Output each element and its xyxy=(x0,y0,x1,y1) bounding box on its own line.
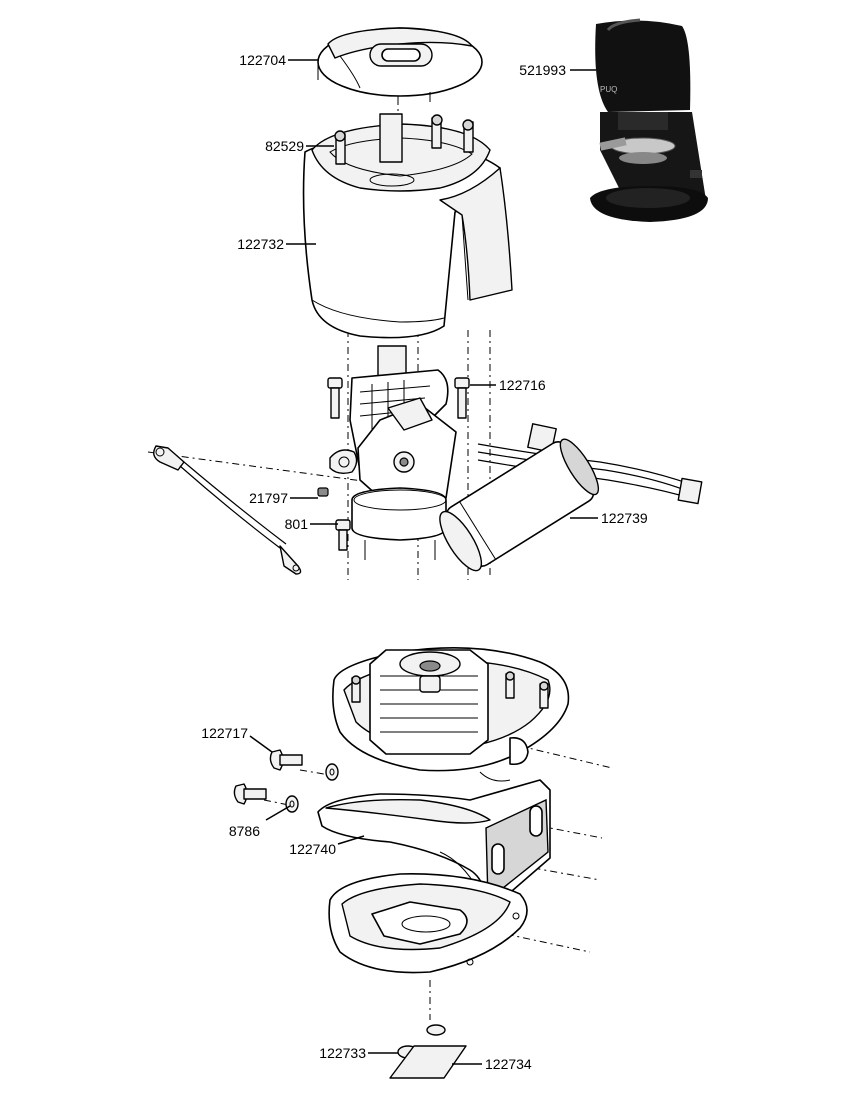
product-photo: PUQ xyxy=(590,18,708,222)
label-122704: 122704 xyxy=(239,52,286,68)
product-badge: PUQ xyxy=(600,85,617,94)
label-122717: 122717 xyxy=(201,725,248,741)
label-521993: 521993 xyxy=(519,62,566,78)
bottom-plate-part xyxy=(328,873,528,974)
label-122740: 122740 xyxy=(289,841,336,857)
label-122734: 122734 xyxy=(485,1056,532,1072)
lower-assembly-axes xyxy=(263,745,613,1020)
ground-wire-part xyxy=(153,445,302,575)
support-part xyxy=(317,779,551,911)
label-8786: 8786 xyxy=(229,823,260,839)
clamp-screw-part xyxy=(317,449,358,497)
base-casting-part xyxy=(332,646,570,782)
motor-part xyxy=(439,438,600,572)
label-122716: 122716 xyxy=(499,377,546,393)
label-122732: 122732 xyxy=(237,236,284,252)
screws-part xyxy=(327,377,470,419)
label-122733: 122733 xyxy=(319,1045,366,1061)
screws-lower-part xyxy=(233,749,303,805)
bolt-part xyxy=(335,519,351,551)
leader-lines xyxy=(249,59,598,1065)
feet-parts xyxy=(389,1024,467,1079)
washers-part xyxy=(285,763,339,813)
top-cover-part xyxy=(317,27,483,104)
label-82529: 82529 xyxy=(265,138,304,154)
label-21797: 21797 xyxy=(249,490,288,506)
inner-frame-part xyxy=(349,345,457,560)
label-801: 801 xyxy=(285,516,309,532)
part-labels: 122704 82529 122732 122716 21797 801 122… xyxy=(201,52,648,1072)
housing-part xyxy=(302,113,513,339)
label-122739: 122739 xyxy=(601,510,648,526)
